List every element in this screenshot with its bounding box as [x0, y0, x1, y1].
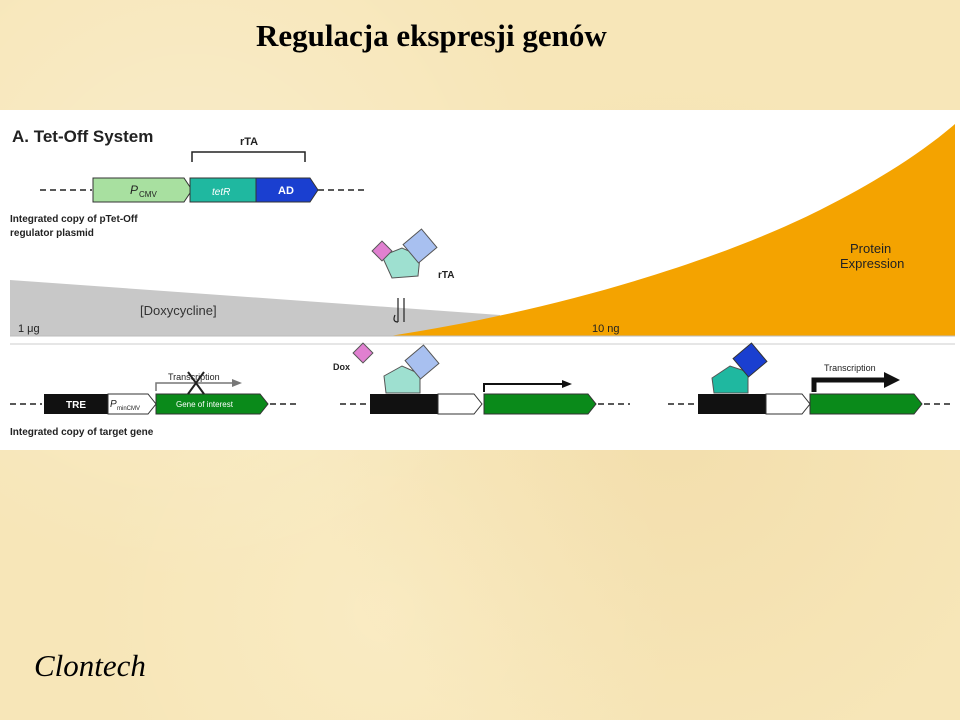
promoter-cmv-box — [92, 177, 193, 203]
rta-protein — [371, 228, 438, 279]
tet-off-figure: A. Tet-Off System rTA P CMV tetR AD Inte… — [0, 110, 960, 450]
doxycycline-label: [Doxycycline] — [140, 303, 217, 318]
rta-protein-label: rTA — [438, 270, 454, 281]
transcription-active-label: Transcription — [824, 363, 876, 373]
target-construct-mid — [340, 380, 630, 415]
target-caption: Integrated copy of target gene — [10, 427, 154, 438]
ad-label: AD — [278, 185, 294, 197]
promoter-label: P — [130, 183, 138, 197]
panel-title: A. Tet-Off System — [12, 127, 153, 146]
dox-label: Dox — [333, 362, 350, 372]
pmin-label: P — [110, 399, 117, 410]
ad-box — [255, 177, 319, 203]
protein-expression-curve — [390, 124, 955, 336]
tre-label: TRE — [66, 400, 86, 411]
promoter-sub: CMV — [139, 190, 157, 199]
target-construct-off — [10, 371, 300, 415]
pmin-sub: minCMV — [117, 406, 140, 412]
rta-bracket-label: rTA — [240, 136, 258, 148]
dose-low-label: 10 ng — [592, 323, 620, 335]
rta-bound-right — [711, 342, 768, 394]
regulator-caption-2: regulator plasmid — [10, 228, 94, 239]
source-credit: Clontech — [34, 648, 146, 683]
protein-expression-label-2: Expression — [840, 256, 904, 271]
regulator-caption-1: Integrated copy of pTet-Off — [10, 214, 138, 225]
pmin-cmv-box — [107, 393, 157, 415]
transcription-blocked-label: Transcription — [168, 372, 220, 382]
doxycycline-gradient — [10, 280, 500, 336]
rta-bound-middle — [383, 344, 440, 394]
block-cross-icon — [187, 371, 205, 395]
dose-high-label: 1 μg — [18, 323, 40, 335]
protein-expression-label-1: Protein — [850, 241, 891, 256]
rta-bracket — [191, 151, 306, 162]
tre-box — [44, 394, 108, 414]
slide-title: Regulacja ekspresji genów — [256, 18, 607, 53]
target-construct-on — [668, 372, 954, 415]
tetr-label: tetR — [212, 187, 230, 198]
gene-of-interest-box — [155, 393, 269, 415]
dox-molecule — [352, 342, 374, 364]
regulation-symbol — [393, 298, 405, 323]
gene-label: Gene of interest — [176, 400, 234, 409]
regulator-construct — [40, 177, 365, 203]
